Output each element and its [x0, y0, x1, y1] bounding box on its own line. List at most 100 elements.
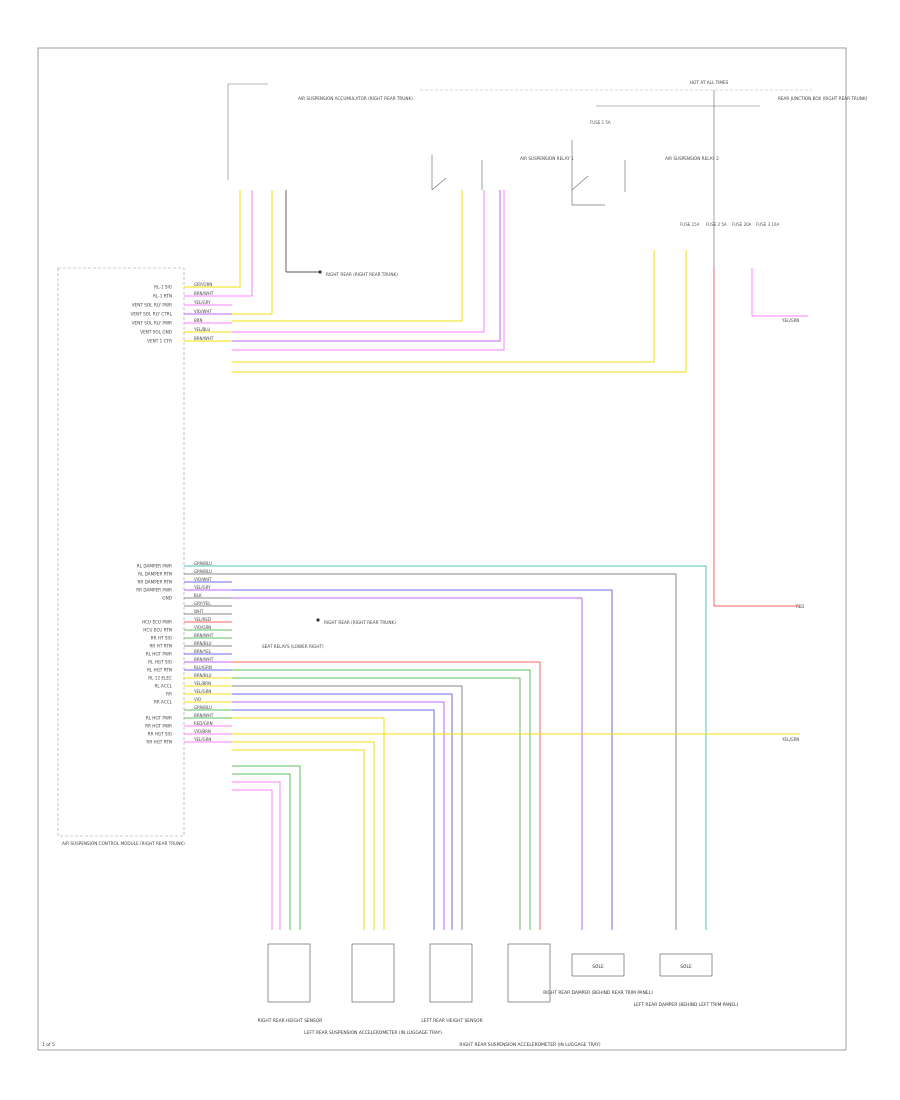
upper-pin-wire-color-0: GRY/ORN	[194, 282, 212, 287]
module-outline	[57, 267, 185, 837]
top-connector-label: AIR SUSPENSION ACCUMULATOR (RIGHT REAR T…	[298, 96, 413, 101]
lower-pin-wire-color-14: BRN/BLU	[194, 673, 212, 678]
wire-run-27	[232, 773, 291, 930]
wire-run-14	[232, 597, 583, 930]
lower-pin-wire-color-21: VIO/BRN	[194, 729, 211, 734]
upper-pin-label-4: VENT SOL RLY PWR	[132, 321, 172, 326]
lower-pin-label-1: RL DAMPER RTN	[138, 572, 172, 577]
lower-pin-label-0: RL DAMPER PWR	[137, 564, 172, 569]
lower-pin-wire-color-22: YEL/GRN	[193, 737, 211, 742]
lower-pin-label-20: RR HGT PWR	[145, 724, 172, 729]
lower-pin-label-4: GND	[162, 596, 172, 601]
lower-pin-wire-color-8: VIO/GRN	[194, 625, 211, 630]
wire-run-26	[232, 765, 301, 930]
wire-run-18	[232, 685, 463, 930]
lower-pin-wire-color-11: BRN/YEL	[194, 649, 212, 654]
lower-pin-wire-color-4: BLK	[194, 593, 202, 598]
wire-run-29	[232, 789, 273, 930]
fuse-block-label: REAR JUNCTION BOX (RIGHT REAR TRUNK)	[778, 96, 868, 101]
right-edge-label-3: YEL/GRN	[781, 737, 799, 742]
right-rear-damper-box	[571, 953, 625, 977]
lower-pin-label-9: RR HT SIG	[151, 636, 172, 641]
lower-pin-wire-color-16: YEL/GRN	[193, 689, 211, 694]
lower-pin-wire-color-5: GRY/YEL	[194, 601, 211, 606]
lower-pin-wire-color-9: BRN/WHT	[194, 633, 214, 638]
wire-run-7	[232, 250, 655, 363]
upper-pin-label-0: RL-1 SIG	[154, 285, 172, 290]
fuse-label-1: FUSE 1 5A	[590, 120, 611, 125]
lower-pin-label-10: RR HT RTN	[150, 644, 172, 649]
wire-run-21	[232, 709, 435, 930]
relay-right-label: AIR SUSPENSION RELAY 2	[665, 156, 719, 161]
ground-upper-label: RIGHT REAR (RIGHT REAR TRUNK)	[326, 272, 398, 277]
wire-run-19	[232, 693, 453, 930]
lower-pin-label-14: RL 12 ELEC	[148, 676, 172, 681]
lower-pin-label-19: RL HGT PWR	[146, 716, 172, 721]
upper-pin-wire-color-4: BRN	[194, 318, 203, 323]
right-edge-label-1: YEL/GRN	[781, 318, 799, 323]
fuse-label-4: FUSE 20A	[732, 222, 752, 227]
lower-pin-wire-color-20: RED/GRN	[194, 721, 213, 726]
wire-run-6	[232, 190, 505, 351]
lower-pin-wire-color-19: BRN/WHT	[194, 713, 214, 718]
lower-pin-label-17: RR ACCL	[154, 700, 173, 705]
wire-run-15	[232, 661, 541, 930]
right-edge-label-2: RED	[796, 604, 804, 609]
wire-run-11	[232, 565, 707, 930]
wire-runs	[232, 190, 808, 930]
component-label-4: RIGHT REAR SUSPENSION ACCELEROMETER (IN …	[459, 1042, 600, 1048]
wire-run-8	[232, 250, 687, 373]
lower-pin-wire-color-18: GRN/BLU	[194, 705, 212, 710]
upper-pin-label-3: VENT SOL RLY CTRL	[131, 312, 173, 317]
splice-label: SEAT RELAYS (LOWER RIGHT)	[262, 644, 324, 649]
upper-pin-wire-color-5: YEL/BLU	[193, 327, 210, 332]
wire-run-13	[232, 589, 613, 930]
left-rear-damper-box	[659, 953, 713, 977]
upper-pin-label-5: VENT SOL GND	[140, 330, 172, 335]
ground-icon	[318, 270, 322, 274]
wire-run-28	[232, 781, 281, 930]
module-pins-lower: RL DAMPER PWR GRN/BLU RL DAMPER RTN GRN/BLU…	[136, 561, 232, 745]
fuse-label-3: FUSE 2 5A	[706, 222, 727, 227]
right-rear-accelerometer-box	[507, 943, 551, 1003]
upper-pin-label-6: VENT 1 CTR	[147, 339, 172, 344]
lower-pin-wire-color-3: YEL/GRY	[193, 585, 211, 590]
component-label-2: LEFT REAR SUSPENSION ACCELEROMETER (IN L…	[304, 1030, 442, 1036]
lower-pin-label-7: HCU ECU PWR	[142, 620, 172, 625]
wire-run-20	[232, 701, 445, 930]
wire-run-12	[232, 573, 677, 930]
lower-pin-wire-color-6: WHT	[194, 609, 204, 614]
upper-pin-label-1: RL-1 RTN	[153, 294, 172, 299]
component-label-6: LEFT REAR DAMPER (BEHIND LEFT TRIM PANEL…	[634, 1002, 739, 1008]
relay-right-switch-icon	[571, 140, 626, 206]
lower-pin-wire-color-2: VIO/WHT	[194, 577, 212, 582]
lower-pin-label-11: RL HGT PWR	[146, 652, 172, 657]
wire-run-17	[232, 677, 521, 930]
right-rear-height-sensor-box	[267, 943, 311, 1003]
lower-pin-wire-color-12: BRN/WHT	[194, 657, 214, 662]
upper-pin-label-2: VENT SOL RLY PWR	[132, 303, 172, 308]
diagram-frame	[37, 47, 847, 1051]
module-name: AIR SUSPENSION CONTROL MODULE (RIGHT REA…	[62, 841, 185, 846]
lower-pin-label-2: RR DAMPER RTN	[138, 580, 173, 585]
wire-run-4	[232, 190, 485, 333]
left-rear-damper-box-label: SOLE	[680, 964, 692, 970]
diagram-code: 1 of 5	[42, 1042, 55, 1048]
lower-pin-label-12: RL HGT SIG	[148, 660, 172, 665]
upper-pin-wire-color-3: VIO/WHT	[194, 309, 212, 314]
lower-pin-wire-color-13: BLU/GRN	[194, 665, 212, 670]
left-rear-height-sensor-box	[429, 943, 473, 1003]
wire-run-16	[232, 669, 531, 930]
lower-pin-label-3: RR DAMPER PWR	[136, 588, 172, 593]
lower-pin-wire-color-10: BRN/BLU	[194, 641, 212, 646]
wire-run-25	[232, 749, 365, 930]
wire-run-10	[751, 268, 808, 317]
ground-lower-label: RIGHT REAR (RIGHT REAR TRUNK)	[324, 620, 396, 625]
lower-pin-label-13: RL HGT RTN	[147, 668, 172, 673]
wire-run-0	[232, 190, 241, 288]
fuse-label-5: FUSE 3 10A	[756, 222, 779, 227]
hot-label: HOT AT ALL TIMES	[690, 80, 729, 85]
lower-pin-label-16: RR	[166, 692, 172, 697]
lower-pin-wire-color-0: GRN/BLU	[194, 561, 212, 566]
